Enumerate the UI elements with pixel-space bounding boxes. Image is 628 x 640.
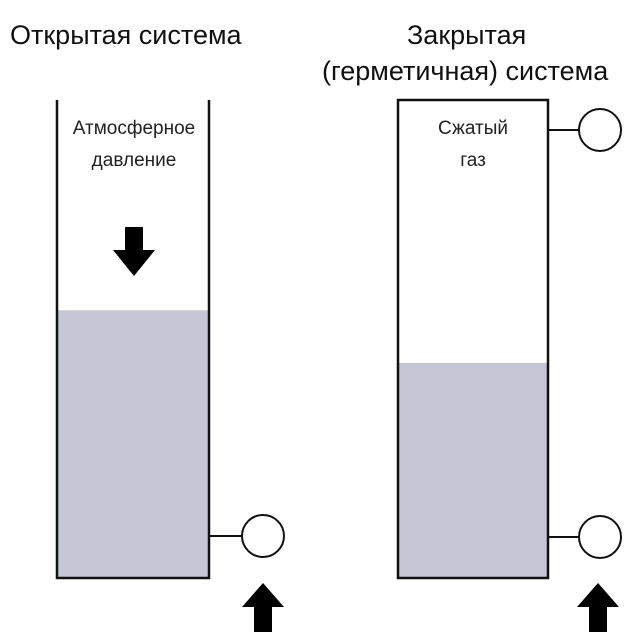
closed-tank-liquid: [399, 362, 547, 578]
closed-tank-label-line2: газ: [460, 150, 486, 171]
open-tank-label-line2: давление: [91, 150, 177, 171]
closed-tank-bottom-gauge: [578, 515, 622, 559]
open-tank-walls: [55, 100, 211, 580]
open-system-title: Открытая система: [10, 20, 242, 50]
atmospheric-pressure-arrow-down: [113, 227, 155, 276]
open-gauge-arrow-up: [242, 583, 284, 632]
open-tank-pressure-gauge: [241, 514, 285, 558]
open-tank: [55, 100, 285, 580]
closed-tank-walls: [396, 98, 550, 580]
closed-system-title-line2: (герметичная) система: [322, 56, 609, 86]
closed-tank: [396, 98, 622, 580]
closed-system-title-line1: Закрытая: [407, 20, 527, 50]
open-tank-label-line1: Атмосферное: [72, 118, 196, 139]
closed-tank-top-gauge: [578, 108, 622, 152]
open-tank-liquid: [58, 310, 208, 578]
closed-gauge-arrow-up: [577, 583, 619, 632]
closed-tank-label-line1: Сжатый: [438, 118, 508, 139]
